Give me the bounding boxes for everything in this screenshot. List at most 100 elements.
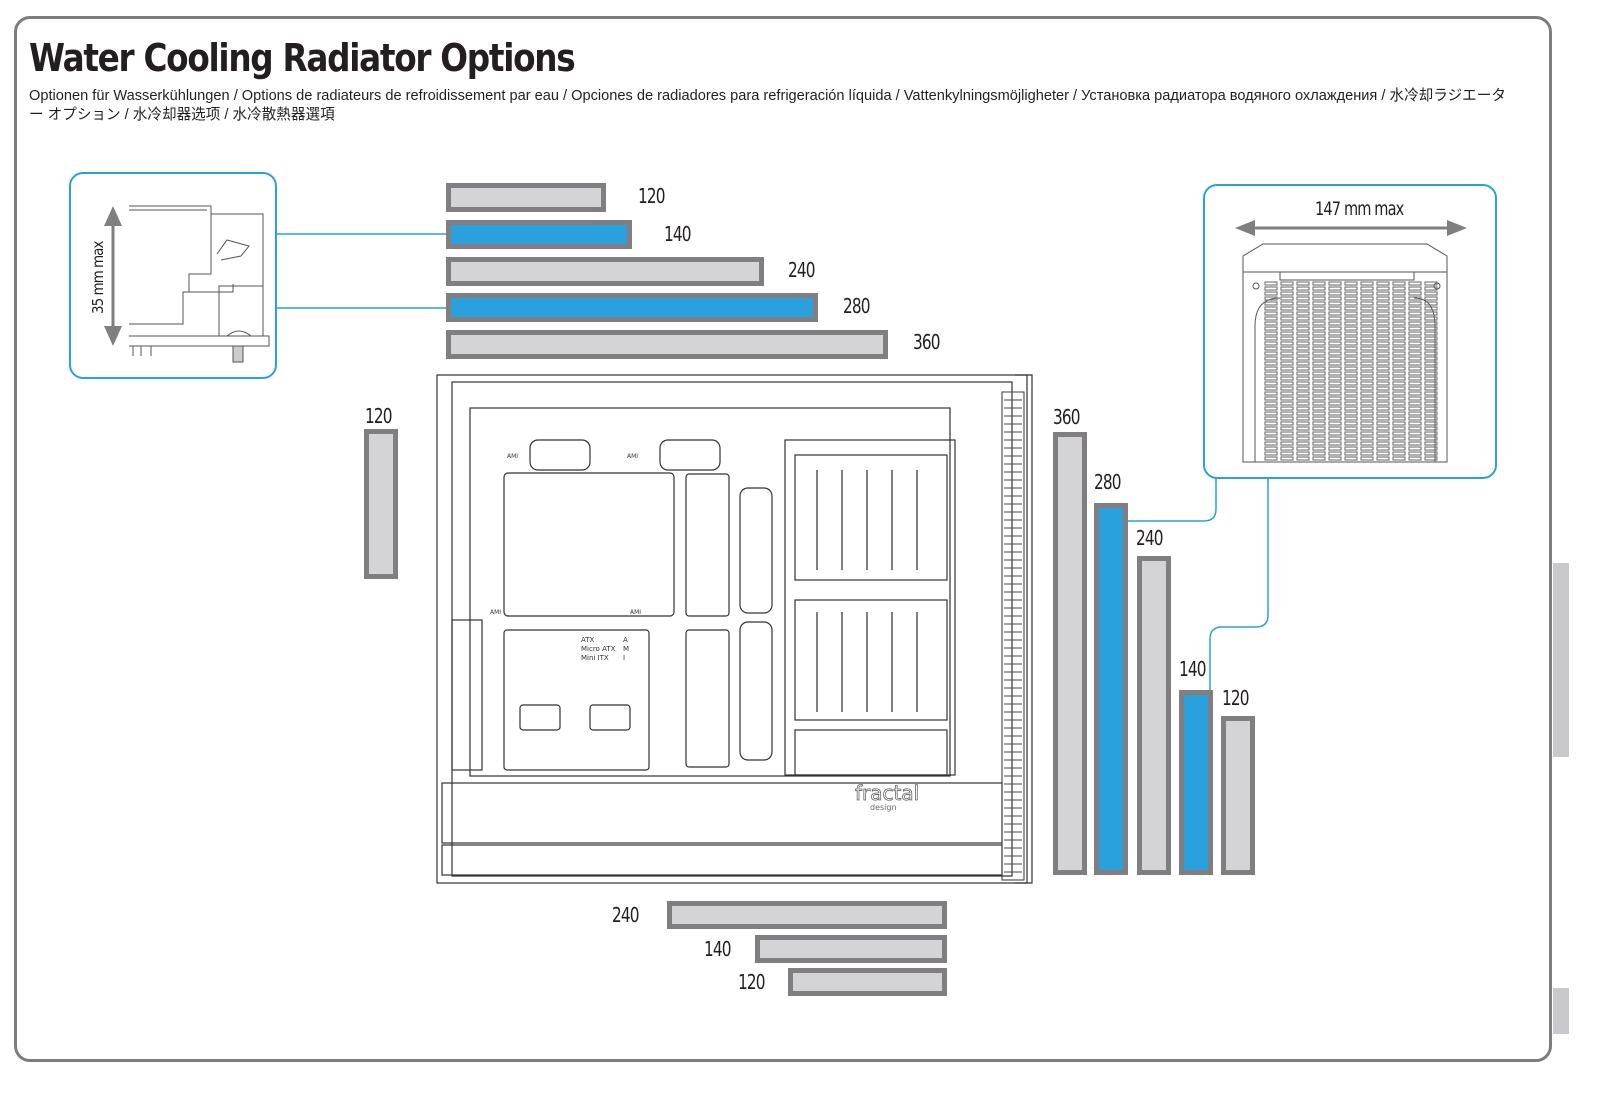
radiator-fin	[1296, 431, 1310, 436]
radiator-fin	[1408, 356, 1422, 361]
radiator-fin	[1392, 291, 1406, 296]
radiator-fin	[1344, 331, 1358, 336]
radiator-fin	[1296, 336, 1310, 341]
radiator-fin	[1360, 326, 1374, 331]
radiator-fin	[1328, 381, 1342, 386]
radiator-fin	[1328, 446, 1342, 451]
radiator-fin	[1264, 301, 1278, 306]
radiator-fin	[1408, 401, 1422, 406]
radiator-fin	[1424, 321, 1438, 326]
radiator-fin	[1296, 281, 1310, 286]
radiator-fin	[1344, 431, 1358, 436]
radiator-fin	[1280, 441, 1294, 446]
radiator-fin	[1376, 431, 1390, 436]
radiator-fin	[1344, 446, 1358, 451]
radiator-fin	[1296, 376, 1310, 381]
radiator-fin	[1312, 416, 1326, 421]
radiator-fin	[1424, 351, 1438, 356]
radiator-fin	[1312, 306, 1326, 311]
radiator-fin	[1312, 286, 1326, 291]
radiator-fin	[1344, 361, 1358, 366]
radiator-fin	[1312, 391, 1326, 396]
radiator-fin	[1328, 386, 1342, 391]
radiator-fin	[1312, 291, 1326, 296]
radiator-fin	[1280, 321, 1294, 326]
radiator-fin	[1280, 431, 1294, 436]
radiator-fin	[1264, 401, 1278, 406]
radiator-fin	[1328, 396, 1342, 401]
radiator-fin	[1344, 396, 1358, 401]
radiator-fin	[1296, 351, 1310, 356]
radiator-fin	[1424, 336, 1438, 341]
radiator-fin	[1264, 381, 1278, 386]
radiator-fin	[1264, 366, 1278, 371]
page-subtitle: Optionen für Wasserkühlungen / Options d…	[29, 88, 1506, 123]
radiator-fin	[1264, 396, 1278, 401]
radiator-fin	[1392, 361, 1406, 366]
radiator-fin	[1424, 361, 1438, 366]
label-front-360: 360	[1053, 405, 1081, 429]
radiator-fin	[1328, 336, 1342, 341]
radiator-fin	[1376, 411, 1390, 416]
radiator-fin	[1344, 391, 1358, 396]
radiator-fin	[1408, 371, 1422, 376]
radiator-fin	[1328, 416, 1342, 421]
radiator-fin	[1280, 361, 1294, 366]
radiator-fin	[1376, 441, 1390, 446]
radiator-fin	[1280, 291, 1294, 296]
radiator-fin	[1296, 401, 1310, 406]
radiator-fin	[1408, 456, 1422, 461]
radiator-fin	[1280, 421, 1294, 426]
radiator-fin	[1328, 411, 1342, 416]
radiator-fin	[1424, 431, 1438, 436]
radiator-fin	[1376, 381, 1390, 386]
radiator-fin	[1376, 456, 1390, 461]
radiator-fin	[1328, 321, 1342, 326]
radiator-fin	[1280, 386, 1294, 391]
radiator-fin	[1328, 346, 1342, 351]
radiator-top-360	[446, 330, 888, 359]
radiator-fin	[1296, 291, 1310, 296]
radiator-fin	[1424, 341, 1438, 346]
radiator-fin	[1360, 286, 1374, 291]
radiator-fin	[1328, 281, 1342, 286]
radiator-fin	[1408, 381, 1422, 386]
radiator-fin	[1360, 321, 1374, 326]
radiator-fin	[1312, 441, 1326, 446]
radiator-side-profile-icon	[104, 205, 270, 363]
connector-front-140	[1209, 478, 1269, 692]
radiator-fin	[1360, 441, 1374, 446]
radiator-fin	[1392, 356, 1406, 361]
radiator-fin	[1392, 426, 1406, 431]
radiator-fin	[1360, 336, 1374, 341]
radiator-fin	[1264, 306, 1278, 311]
radiator-fin	[1280, 426, 1294, 431]
radiator-fin	[1424, 356, 1438, 361]
radiator-fin	[1424, 396, 1438, 401]
radiator-fin	[1360, 291, 1374, 296]
radiator-fin	[1392, 381, 1406, 386]
radiator-fin	[1312, 436, 1326, 441]
radiator-fin	[1296, 316, 1310, 321]
radiator-fin	[1344, 436, 1358, 441]
radiator-fin	[1296, 331, 1310, 336]
radiator-fin	[1264, 431, 1278, 436]
radiator-fin	[1344, 421, 1358, 426]
radiator-fin	[1408, 416, 1422, 421]
radiator-fin	[1312, 366, 1326, 371]
brand-logo: fractal	[855, 781, 919, 805]
radiator-fin	[1360, 366, 1374, 371]
radiator-fin	[1424, 386, 1438, 391]
radiator-fin	[1408, 366, 1422, 371]
radiator-fin	[1312, 311, 1326, 316]
radiator-fin	[1408, 291, 1422, 296]
radiator-fin	[1424, 311, 1438, 316]
radiator-fin	[1280, 406, 1294, 411]
radiator-fin	[1392, 401, 1406, 406]
label-top-140: 140	[664, 222, 692, 246]
radiator-fin	[1392, 451, 1406, 456]
radiator-fin	[1360, 371, 1374, 376]
radiator-fin	[1296, 421, 1310, 426]
radiator-fin	[1280, 296, 1294, 301]
